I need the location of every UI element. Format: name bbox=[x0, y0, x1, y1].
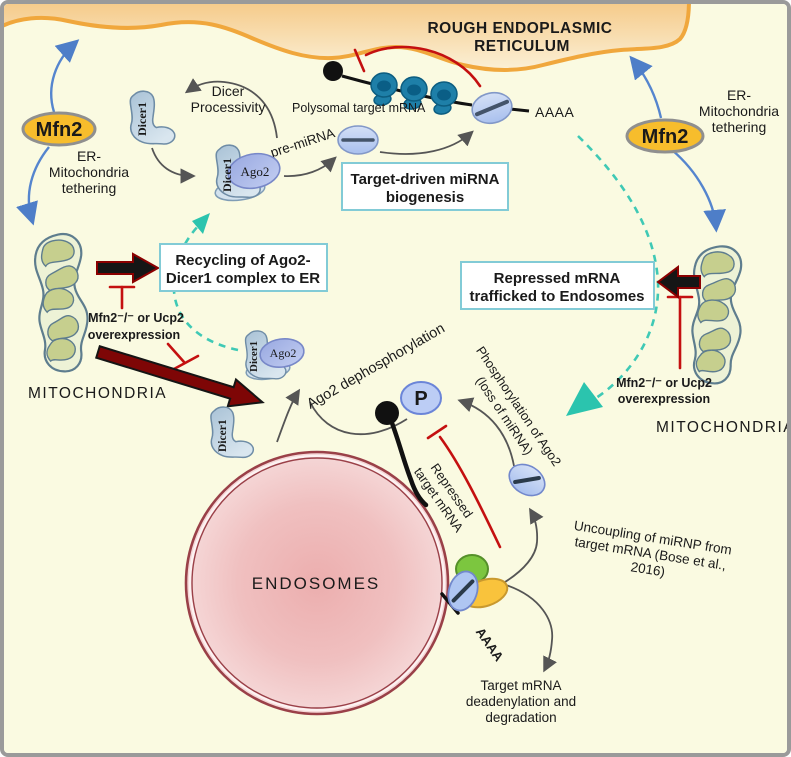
complex-top-ago2-label: Ago2 bbox=[241, 164, 270, 179]
mitochondria-right-label: MITOCHONDRIA bbox=[656, 419, 787, 436]
tether-text-left: ER- Mitochondria tethering bbox=[49, 148, 129, 196]
mito-to-endosome-arrow bbox=[94, 345, 265, 408]
mitochondria-left-label: MITOCHONDRIA bbox=[28, 385, 167, 402]
uncoupling-up-arrow bbox=[504, 507, 544, 583]
svg-text:deadenylation and: deadenylation and bbox=[466, 694, 576, 709]
dicer1-free-top: Dicer1 bbox=[129, 90, 176, 145]
svg-text:tethering: tethering bbox=[712, 119, 766, 135]
repressed-box-line1: Repressed mRNA bbox=[494, 270, 621, 287]
target-driven-box-line2: biogenesis bbox=[386, 189, 464, 206]
ribosome-2 bbox=[400, 76, 428, 110]
inhibition-marks bbox=[108, 45, 694, 549]
polya-top-label: AAAA bbox=[535, 104, 575, 120]
pre-mirna-particle bbox=[337, 125, 379, 155]
gray-arrows bbox=[151, 78, 557, 673]
phospho-p-badge: P bbox=[400, 381, 442, 415]
ribosome-1 bbox=[370, 72, 398, 106]
mfn2-right-label: Mfn2 bbox=[642, 126, 689, 148]
er-title-line1: ROUGH ENDOPLASMIC bbox=[427, 20, 612, 37]
phospho-inhibition-bar bbox=[426, 424, 448, 440]
er-region bbox=[4, 4, 689, 70]
deadenylation-label: Target mRNA deadenylation and degradatio… bbox=[466, 678, 576, 725]
recycling-box-line2: Dicer1 complex to ER bbox=[166, 270, 320, 287]
svg-text:Dicer: Dicer bbox=[212, 83, 245, 99]
endosome: ENDOSOMES bbox=[184, 450, 450, 716]
complex-to-premirna-arrow bbox=[283, 156, 337, 177]
degradation-arrow bbox=[505, 584, 557, 673]
tethering-arrows bbox=[16, 39, 726, 233]
repressed-box: Repressed mRNA trafficked to Endosomes bbox=[460, 261, 655, 310]
mito-to-repressed-arrow bbox=[656, 265, 701, 299]
pathway-canvas: ROUGH ENDOPLASMIC RETICULUM Mfn2 Mfn2 ER… bbox=[4, 4, 787, 753]
free-mirna-particle bbox=[508, 463, 546, 497]
mfn2-left: Mfn2 bbox=[21, 111, 97, 147]
target-driven-box-line1: Target-driven miRNA bbox=[351, 171, 500, 188]
dicer1-free-top-label: Dicer1 bbox=[135, 102, 149, 136]
dicer1-free-bottom-label: Dicer1 bbox=[217, 419, 229, 452]
svg-text:Mfn2⁻/⁻ or Ucp2: Mfn2⁻/⁻ or Ucp2 bbox=[616, 376, 712, 390]
p-label: P bbox=[414, 388, 427, 410]
svg-text:2016): 2016) bbox=[630, 559, 666, 579]
mfn2-left-label: Mfn2 bbox=[36, 119, 83, 141]
left-inhibitor-text: Mfn2⁻/⁻ or Ucp2 overexpression bbox=[88, 311, 184, 342]
complex-top-dicer1-label: Dicer1 bbox=[220, 158, 234, 192]
recycling-box-line1: Recycling of Ago2- bbox=[175, 252, 310, 269]
svg-text:Target mRNA: Target mRNA bbox=[480, 678, 561, 693]
tether-arrow-left-down bbox=[16, 146, 50, 226]
dephosphorylation-arrow bbox=[276, 388, 301, 443]
complex-mid-ago2-label: Ago2 bbox=[270, 346, 297, 360]
translation-inhibition-bar bbox=[353, 48, 366, 73]
dicer-to-complex-arrow bbox=[151, 147, 196, 184]
mirna-in-complex bbox=[447, 570, 479, 612]
dicer1-ago2-complex-top: Dicer1 Ago2 bbox=[214, 144, 281, 202]
mfn2-right: Mfn2 bbox=[625, 118, 705, 154]
left-inhibitor2-stem bbox=[166, 342, 186, 364]
tether-arrow-right-up bbox=[629, 55, 663, 119]
svg-text:Processivity: Processivity bbox=[191, 99, 266, 115]
phospho-inhibition-arc bbox=[438, 435, 502, 549]
premirna-to-mrna-arrow bbox=[379, 130, 474, 155]
svg-text:Mfn2⁻/⁻ or Ucp2: Mfn2⁻/⁻ or Ucp2 bbox=[88, 311, 184, 325]
mrna-cap bbox=[323, 61, 343, 81]
target-driven-box: Target-driven miRNA biogenesis bbox=[341, 162, 509, 211]
dicer-processivity-arrow bbox=[184, 78, 278, 139]
polysomal-label: Polysomal target mRNA bbox=[292, 101, 426, 115]
svg-text:overexpression: overexpression bbox=[88, 328, 180, 342]
recycling-box: Recycling of Ago2- Dicer1 complex to ER bbox=[159, 243, 328, 292]
tether-text-right: ER- Mitochondria tethering bbox=[699, 87, 779, 135]
er-title-line2: RETICULUM bbox=[474, 38, 570, 55]
recycling-dashed-arrowhead-left bbox=[192, 213, 210, 234]
mirnp-on-mrna bbox=[471, 91, 513, 125]
mito-to-recycling-arrow bbox=[96, 252, 161, 284]
repressed-box-line2: trafficked to Endosomes bbox=[469, 288, 644, 305]
dicer1-ago2-complex-mid: Dicer1 Ago2 bbox=[244, 330, 305, 381]
repressed-mrna-strand bbox=[389, 420, 429, 508]
translation-inhibition-arc bbox=[364, 45, 482, 88]
ribosome-3 bbox=[430, 81, 458, 115]
phosphorylation-arrow bbox=[457, 397, 515, 467]
svg-text:ER-: ER- bbox=[77, 148, 101, 164]
dicer-processivity-label: Dicer Processivity bbox=[191, 83, 266, 115]
repressed-mrna-cap bbox=[375, 401, 399, 425]
tether-arrow-right-down bbox=[671, 149, 726, 233]
right-inhibitor-text: Mfn2⁻/⁻ or Ucp2 overexpression bbox=[616, 376, 712, 406]
svg-text:tethering: tethering bbox=[62, 180, 116, 196]
left-inhibitor2-bar bbox=[172, 354, 200, 371]
endosomes-label: ENDOSOMES bbox=[252, 574, 381, 593]
svg-text:overexpression: overexpression bbox=[618, 392, 710, 406]
svg-text:ER-: ER- bbox=[727, 87, 751, 103]
tether-arrow-left-up bbox=[50, 39, 80, 113]
svg-text:Mitochondria: Mitochondria bbox=[699, 103, 779, 119]
svg-text:degradation: degradation bbox=[485, 710, 556, 725]
dicer1-free-bottom: Dicer1 bbox=[210, 406, 255, 459]
trafficking-dashed-arrowhead-right bbox=[566, 382, 603, 416]
polysome: AAAA Polysomal target mRNA bbox=[292, 61, 575, 125]
complex-mid-dicer1-label: Dicer1 bbox=[248, 341, 260, 372]
svg-text:Mitochondria: Mitochondria bbox=[49, 164, 129, 180]
